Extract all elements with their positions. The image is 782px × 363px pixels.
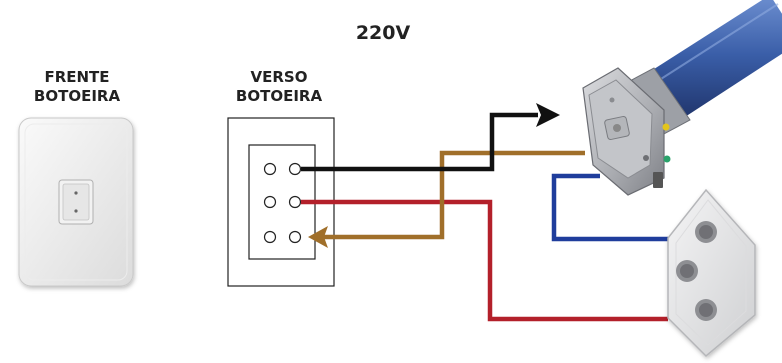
back-label-line2: BOTOEIRA [236,87,323,105]
front-label-line2: BOTOEIRA [34,87,121,105]
wire-brown [322,150,585,240]
front-label-line1: FRENTE [44,68,109,86]
tubular-motor-icon [582,0,782,196]
voltage-label: 220V [356,22,411,44]
wall-switch-icon [18,117,134,287]
wire-black [301,112,538,172]
power-outlet-icon [667,188,756,358]
back-label-line1: VERSO [251,68,308,86]
wire-blue [551,173,668,242]
wires [301,112,668,322]
switch-terminals [263,162,302,244]
arrow-brown [308,226,328,248]
arrow-black [536,103,560,127]
wire-red [301,199,668,322]
